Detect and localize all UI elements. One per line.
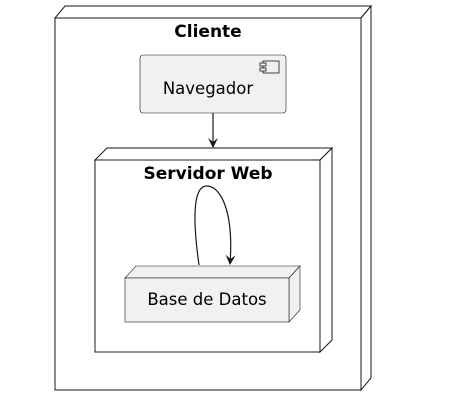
- node-base-de-datos-front: [124, 277, 290, 323]
- edge-servidor-basedatos: [194, 185, 236, 266]
- node-cliente-label: Cliente: [174, 22, 241, 42]
- node-base-de-datos-top: [124, 265, 301, 279]
- node-servidor-web-top: [93, 147, 334, 161]
- node-cliente-side: [360, 4, 372, 392]
- node-servidor-web-front: [94, 159, 321, 353]
- component-navegador: Navegador: [139, 54, 287, 114]
- node-servidor-web-side: [319, 146, 333, 354]
- node-base-de-datos-label: Base de Datos: [147, 290, 266, 309]
- node-base-de-datos: Base de Datos: [124, 265, 301, 323]
- component-navegador-label: Navegador: [163, 79, 254, 98]
- component-icon: [259, 60, 280, 74]
- node-cliente-top: [53, 5, 373, 19]
- node-servidor-web-label: Servidor Web: [143, 164, 272, 184]
